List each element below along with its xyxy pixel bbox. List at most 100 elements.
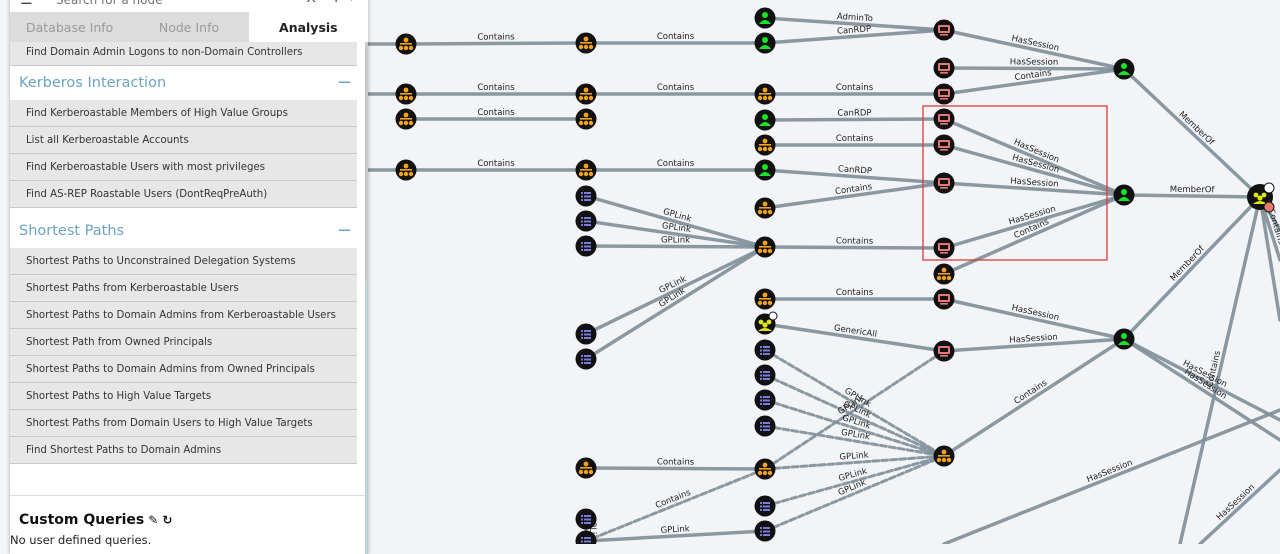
graph-node-group[interactable] xyxy=(754,311,778,335)
refresh-icon[interactable]: ↻ xyxy=(162,513,173,527)
graph-node-gpo[interactable] xyxy=(575,185,597,207)
graph-edge[interactable] xyxy=(942,408,1280,544)
graph-edge[interactable] xyxy=(763,454,946,508)
graph-node-gpo[interactable] xyxy=(754,339,776,361)
graph-edge[interactable] xyxy=(1122,195,1262,341)
pencil-icon[interactable]: ✎ xyxy=(148,513,159,527)
graph-node-computer[interactable] xyxy=(933,134,955,156)
graph-edge[interactable] xyxy=(942,181,1126,197)
scrollbar-thumb[interactable] xyxy=(365,42,368,282)
graph-node-ou[interactable] xyxy=(395,108,417,130)
graph-node-gpo[interactable] xyxy=(754,520,776,542)
graph-node-ou[interactable] xyxy=(754,134,776,156)
graph-edge[interactable] xyxy=(584,467,767,543)
collapse-icon[interactable]: − xyxy=(336,220,352,241)
graph-node-ou[interactable] xyxy=(395,159,417,181)
section-kerberos-interaction[interactable]: Kerberos Interaction − xyxy=(10,66,366,100)
graph-edge[interactable] xyxy=(763,181,946,210)
graph-node-user[interactable] xyxy=(754,159,776,181)
graph-node-ou[interactable] xyxy=(575,108,597,130)
graph-node-gpo[interactable] xyxy=(575,235,597,257)
query-item[interactable]: Shortest Paths to Unconstrained Delegati… xyxy=(10,248,357,275)
graph-node-gpo[interactable] xyxy=(575,530,597,545)
graph-edge[interactable] xyxy=(763,424,946,458)
graph-node-computer[interactable] xyxy=(933,172,955,194)
graph-node-ou[interactable] xyxy=(754,236,776,258)
graph-node-computer[interactable] xyxy=(933,340,955,362)
graph-edge[interactable] xyxy=(763,245,946,250)
graph-node-ou[interactable] xyxy=(754,83,776,105)
graph-node-ou[interactable] xyxy=(933,445,955,467)
graph-edge[interactable] xyxy=(942,337,1126,458)
graph-node-user[interactable] xyxy=(1113,328,1135,350)
query-item[interactable]: Shortest Paths to Domain Admins from Ker… xyxy=(10,302,357,329)
query-item[interactable]: Find Shortest Paths to Domain Admins xyxy=(10,437,357,464)
graph-node-computer[interactable] xyxy=(933,108,955,130)
query-item[interactable]: Shortest Paths from Kerberoastable Users xyxy=(10,275,357,302)
tab-analysis[interactable]: Analysis xyxy=(248,12,368,42)
graph-edge[interactable] xyxy=(763,454,946,471)
graph-node-ou[interactable] xyxy=(395,83,417,105)
graph-edge[interactable] xyxy=(942,193,1126,276)
graph-node-gpo[interactable] xyxy=(575,348,597,370)
graph-edge[interactable] xyxy=(584,245,767,336)
graph-node-computer[interactable] xyxy=(933,237,955,259)
pathfinding-icon[interactable]: ⋏ xyxy=(306,0,316,6)
graph-node-user[interactable] xyxy=(1113,58,1135,80)
graph-node-ou[interactable] xyxy=(933,263,955,285)
query-item[interactable]: Find Kerberoastable Members of High Valu… xyxy=(10,100,357,127)
section-shortest-paths[interactable]: Shortest Paths − xyxy=(10,214,366,248)
graph-node-ou[interactable] xyxy=(575,32,597,54)
query-item[interactable]: Shortest Paths to High Value Targets xyxy=(10,383,357,410)
graph-edge[interactable] xyxy=(584,529,767,543)
graph-edge[interactable] xyxy=(763,16,946,32)
graph-edge[interactable] xyxy=(942,117,1126,197)
graph-edge[interactable] xyxy=(942,66,1126,71)
graph-edge[interactable] xyxy=(1198,468,1280,544)
graph-edge[interactable] xyxy=(763,28,946,45)
search-input[interactable] xyxy=(54,0,258,8)
graph-node-ou[interactable] xyxy=(575,83,597,105)
graph-edge[interactable] xyxy=(1122,67,1262,199)
menu-icon[interactable]: ☰ xyxy=(20,0,33,8)
graph-node-computer[interactable] xyxy=(933,57,955,79)
graph-edge[interactable] xyxy=(584,466,767,471)
graph-edge[interactable] xyxy=(942,337,1126,353)
collapse-icon[interactable]: − xyxy=(336,72,352,93)
graph-edge[interactable] xyxy=(763,322,946,353)
query-item[interactable]: Shortest Path from Owned Principals xyxy=(10,329,357,356)
graph-node-gpo[interactable] xyxy=(575,323,597,345)
query-item[interactable]: Find Domain Admin Logons to non-Domain C… xyxy=(10,42,357,66)
graph-edge[interactable] xyxy=(763,348,946,458)
graph-node-user[interactable] xyxy=(1113,184,1135,206)
query-item[interactable]: Find AS-REP Roastable Users (DontReqPreA… xyxy=(10,181,357,208)
graph-edge[interactable] xyxy=(763,373,946,458)
graph-edge[interactable] xyxy=(584,194,767,249)
graph-edge[interactable] xyxy=(1122,193,1262,199)
graph-node-computer[interactable] xyxy=(933,19,955,41)
graph-edge[interactable] xyxy=(584,219,767,249)
graph-edge[interactable] xyxy=(584,244,767,249)
graph-edge[interactable] xyxy=(763,349,946,471)
graph-node-user[interactable] xyxy=(754,32,776,54)
graph-node-ou[interactable] xyxy=(754,288,776,310)
filter-icon[interactable]: › xyxy=(350,0,356,6)
query-item[interactable]: List all Kerberoastable Accounts xyxy=(10,127,357,154)
graph-node-ou[interactable] xyxy=(575,457,597,479)
graph-node-ou[interactable] xyxy=(395,33,417,55)
graph-edge[interactable] xyxy=(584,245,767,361)
graph-node-user[interactable] xyxy=(754,7,776,29)
graph-edge[interactable] xyxy=(763,117,946,122)
query-item[interactable]: Find Kerberoastable Users with most priv… xyxy=(10,154,357,181)
graph-node-computer[interactable] xyxy=(933,288,955,310)
graph-edge[interactable] xyxy=(763,398,946,458)
graph-node-ou[interactable] xyxy=(754,197,776,219)
graph-edge[interactable] xyxy=(1258,195,1280,322)
graph-node-group[interactable] xyxy=(1247,182,1275,213)
graph-edge[interactable] xyxy=(942,297,1126,341)
graph-edge[interactable] xyxy=(763,168,946,185)
graph-node-gpo[interactable] xyxy=(575,508,597,530)
graph-edge[interactable] xyxy=(1122,337,1280,442)
graph-node-computer[interactable] xyxy=(933,83,955,105)
